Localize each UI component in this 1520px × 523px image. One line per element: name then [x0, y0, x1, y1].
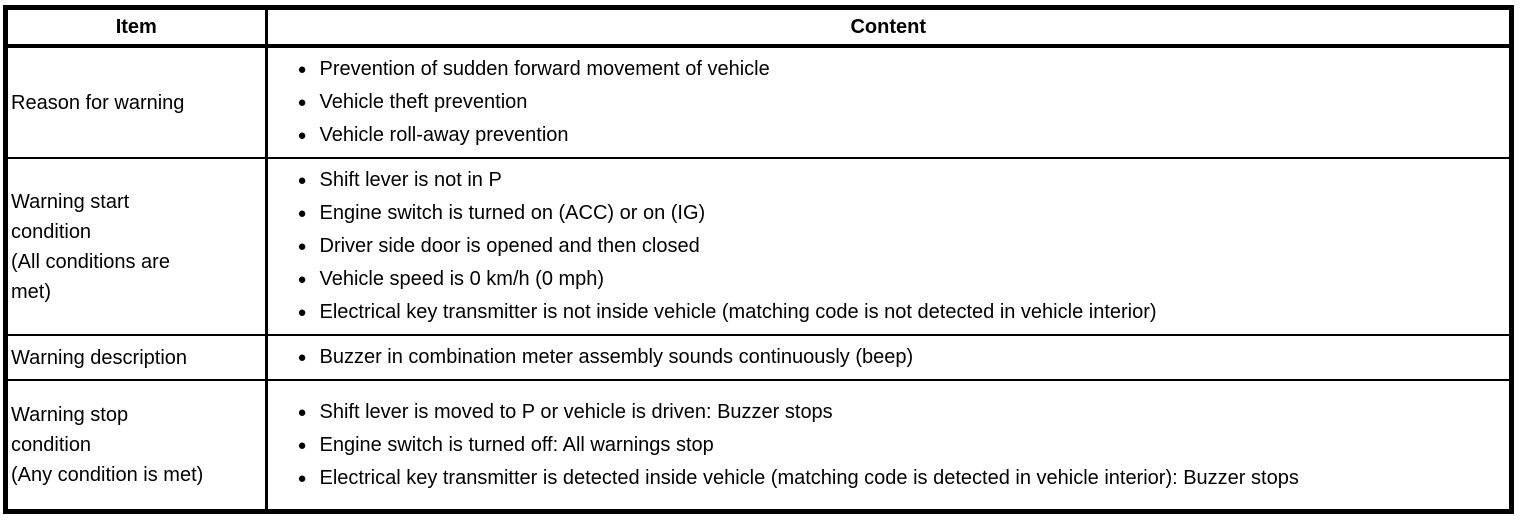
table-row: Warning stop condition (Any condition is… [8, 380, 1509, 509]
list-item: ● Shift lever is moved to P or vehicle i… [298, 396, 1490, 429]
bullet-text: Electrical key transmitter is not inside… [319, 301, 1157, 323]
bullet-text: Shift lever is moved to P or vehicle is … [319, 400, 833, 423]
bullet-text: Electrical key transmitter is detected i… [319, 466, 1299, 489]
list-item: ● Engine switch is turned on (ACC) or on… [298, 197, 1490, 230]
bullet-list: ● Buzzer in combination meter assembly s… [298, 341, 1490, 374]
table-row: Reason for warning ● Prevention of sudde… [8, 46, 1509, 159]
item-cell-warning-description: Warning description [8, 335, 268, 381]
list-item: ● Engine switch is turned off: All warni… [298, 429, 1490, 462]
list-item: ● Vehicle theft prevention [298, 86, 1490, 119]
list-item: ● Driver side door is opened and then cl… [298, 230, 1490, 263]
item-cell-reason-for-warning: Reason for warning [8, 46, 268, 159]
item-cell-warning-stop-condition: Warning stop condition (Any condition is… [8, 380, 268, 509]
header-cell-content: Content [266, 10, 1509, 48]
bullet-icon: ● [297, 436, 307, 454]
bullet-text: Shift lever is not in P [319, 169, 502, 191]
list-item: ● Electrical key transmitter is not insi… [298, 296, 1490, 329]
header-row: Item Content [8, 10, 1509, 48]
bullet-list: ● Shift lever is not in P ● Engine switc… [298, 164, 1490, 329]
content-cell: ● Shift lever is moved to P or vehicle i… [266, 380, 1509, 509]
bullet-icon: ● [297, 61, 307, 78]
bullet-icon: ● [297, 271, 307, 288]
bullet-list: ● Shift lever is moved to P or vehicle i… [298, 396, 1490, 495]
bullet-icon: ● [297, 127, 307, 144]
list-item: ● Buzzer in combination meter assembly s… [298, 341, 1490, 374]
content-cell: ● Prevention of sudden forward movement … [266, 46, 1509, 159]
bullet-icon: ● [297, 94, 307, 111]
bullet-icon: ● [297, 304, 307, 321]
bullet-text: Vehicle theft prevention [319, 91, 528, 113]
bullet-icon: ● [297, 349, 307, 366]
list-item: ● Vehicle speed is 0 km/h (0 mph) [298, 263, 1490, 296]
list-item: ● Shift lever is not in P [298, 164, 1490, 197]
bullet-text: Driver side door is opened and then clos… [319, 235, 700, 257]
bullet-text: Vehicle speed is 0 km/h (0 mph) [319, 268, 605, 290]
bullet-icon: ● [297, 403, 307, 421]
item-content-table: Item Content Reason for warning ● Preven… [8, 10, 1509, 509]
bullet-list: ● Prevention of sudden forward movement … [298, 53, 1490, 152]
bullet-text: Vehicle roll-away prevention [319, 124, 569, 146]
bullet-text: Engine switch is turned off: All warning… [319, 433, 714, 456]
list-item: ● Prevention of sudden forward movement … [298, 53, 1490, 86]
content-cell: ● Buzzer in combination meter assembly s… [266, 335, 1509, 381]
table-row: Warning description ● Buzzer in combinat… [8, 335, 1509, 381]
list-item: ● Vehicle roll-away prevention [298, 119, 1490, 152]
bullet-icon: ● [297, 469, 307, 487]
bullet-icon: ● [297, 172, 307, 189]
warning-spec-table: Item Content Reason for warning ● Preven… [3, 5, 1514, 514]
bullet-text: Buzzer in combination meter assembly sou… [319, 346, 914, 368]
bullet-icon: ● [297, 205, 307, 222]
header-cell-item: Item [8, 10, 268, 48]
bullet-icon: ● [297, 238, 307, 255]
item-cell-warning-start-condition: Warning start condition (All conditions … [8, 158, 268, 336]
bullet-text: Prevention of sudden forward movement of… [319, 58, 770, 80]
table-row: Warning start condition (All conditions … [8, 158, 1509, 336]
content-cell: ● Shift lever is not in P ● Engine switc… [266, 158, 1509, 336]
list-item: ● Electrical key transmitter is detected… [298, 462, 1490, 495]
bullet-text: Engine switch is turned on (ACC) or on (… [319, 202, 706, 224]
